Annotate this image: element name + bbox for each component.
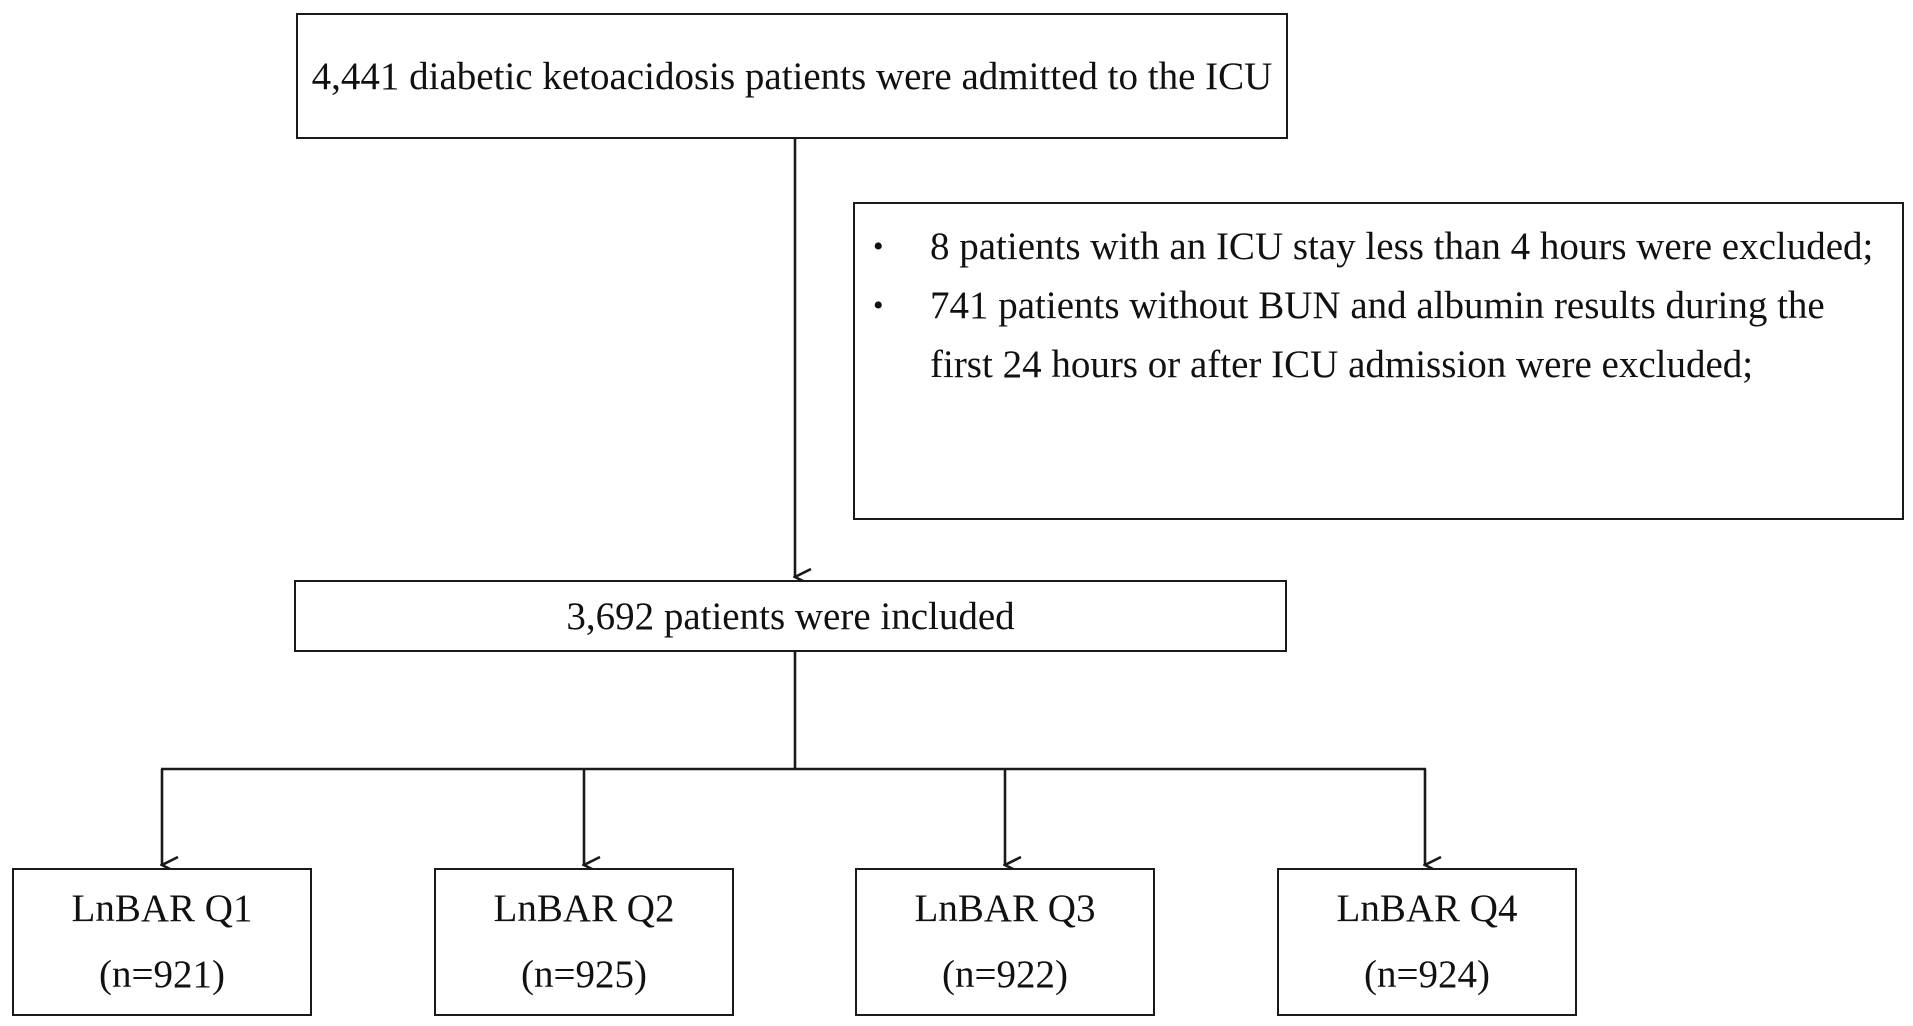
quartile-label: LnBAR Q2 xyxy=(493,887,675,930)
quartile-count: (n=921) xyxy=(99,953,225,996)
exclusion-criteria-box: • 8 patients with an ICU stay less than … xyxy=(853,202,1904,520)
quartile-box-q2: LnBAR Q2 (n=925) xyxy=(434,868,734,1016)
admitted-patients-text: 4,441 diabetic ketoacidosis patients wer… xyxy=(311,54,1273,98)
admitted-patients-box: 4,441 diabetic ketoacidosis patients wer… xyxy=(296,13,1288,139)
quartile-label: LnBAR Q3 xyxy=(914,887,1096,930)
quartile-count: (n=924) xyxy=(1364,953,1490,996)
quartile-count: (n=922) xyxy=(942,953,1068,996)
quartile-count: (n=925) xyxy=(521,953,647,996)
exclusion-item: • 8 patients with an ICU stay less than … xyxy=(855,217,1882,276)
quartile-box-q4: LnBAR Q4 (n=924) xyxy=(1277,868,1577,1016)
bullet-icon: • xyxy=(873,230,884,263)
quartile-box-q3: LnBAR Q3 (n=922) xyxy=(855,868,1155,1016)
exclusion-list: • 8 patients with an ICU stay less than … xyxy=(855,217,1882,394)
bullet-icon: • xyxy=(873,289,884,322)
quartile-label: LnBAR Q1 xyxy=(71,887,253,930)
quartile-box-q1: LnBAR Q1 (n=921) xyxy=(12,868,312,1016)
exclusion-item-text: 741 patients without BUN and albumin res… xyxy=(930,284,1825,386)
quartile-label: LnBAR Q4 xyxy=(1336,887,1518,930)
exclusion-item: • 741 patients without BUN and albumin r… xyxy=(855,276,1882,394)
included-patients-box: 3,692 patients were included xyxy=(294,580,1287,652)
exclusion-item-text: 8 patients with an ICU stay less than 4 … xyxy=(930,225,1874,268)
included-patients-text: 3,692 patients were included xyxy=(566,594,1015,638)
